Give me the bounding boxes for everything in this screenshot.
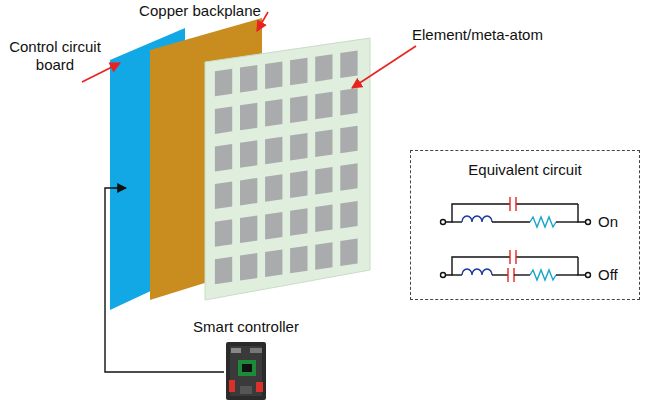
meta-atom	[215, 182, 232, 210]
meta-atom	[315, 129, 332, 157]
leader-arrow	[352, 46, 416, 88]
meta-atom	[340, 51, 357, 79]
state-label: On	[598, 213, 618, 231]
meta-atom	[340, 239, 357, 267]
meta-atom	[290, 95, 307, 123]
meta-atom	[215, 144, 232, 172]
meta-atom	[265, 62, 282, 90]
meta-atom	[265, 99, 282, 127]
part-label: Smart controller	[193, 318, 299, 336]
meta-atom	[290, 246, 307, 273]
meta-atom	[340, 126, 357, 154]
circuit-off	[441, 250, 591, 282]
meta-atom	[215, 219, 232, 247]
meta-atom	[240, 216, 257, 244]
meta-atom	[315, 242, 332, 270]
element-layer	[205, 38, 370, 300]
part-label: Element/meta-atom	[412, 26, 543, 44]
meta-atom	[265, 174, 282, 202]
meta-atom	[240, 65, 257, 93]
meta-atom	[290, 171, 307, 199]
meta-atom	[240, 140, 257, 168]
controller-board	[226, 342, 266, 400]
control-wire	[105, 188, 224, 372]
meta-atom	[265, 137, 282, 165]
meta-atom	[315, 92, 332, 120]
meta-atom	[315, 167, 332, 195]
meta-atom	[215, 106, 232, 133]
circuit-on	[441, 197, 591, 227]
meta-atom	[315, 54, 332, 81]
state-label: Off	[598, 266, 618, 284]
meta-atom	[265, 212, 282, 240]
meta-atom	[290, 208, 307, 236]
meta-atom-grid	[215, 51, 358, 285]
meta-atom	[315, 205, 332, 233]
meta-atom	[215, 69, 232, 97]
meta-atom	[240, 178, 257, 206]
meta-atom	[240, 253, 257, 281]
meta-atom	[240, 103, 257, 131]
meta-atom	[340, 88, 357, 116]
part-label: Control circuit board	[3, 38, 107, 74]
meta-atom	[215, 257, 232, 285]
meta-atom	[290, 58, 307, 86]
meta-atom	[340, 201, 357, 229]
leader-arrow	[82, 63, 120, 82]
meta-atom	[290, 133, 307, 161]
panel-title: Equivalent circuit	[411, 161, 639, 179]
meta-atom	[265, 250, 282, 278]
part-label: Copper backplane	[139, 2, 261, 20]
meta-atom	[340, 163, 357, 191]
